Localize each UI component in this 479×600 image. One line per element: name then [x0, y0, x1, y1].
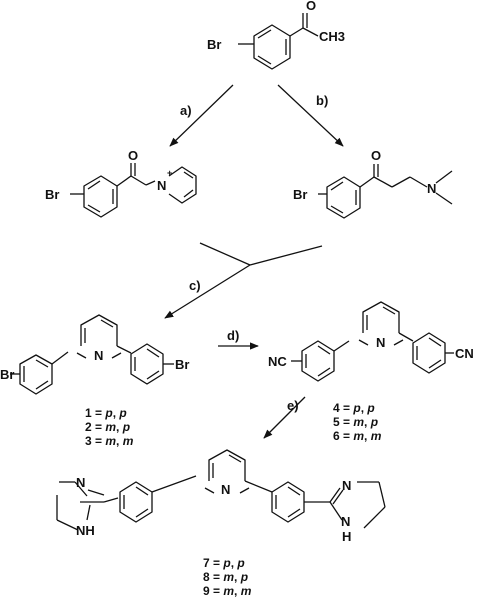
- compound-label-first: p: [104, 406, 112, 420]
- compound-label-first: m: [223, 584, 234, 598]
- imidazoline-nitrogen-label: N: [342, 478, 351, 493]
- step-a-arrow: [169, 84, 234, 147]
- compound-label-5: 5 = m, p: [333, 415, 378, 429]
- convergent-step-lines: [199, 242, 323, 266]
- imidazoline-nitrogen-label: N: [76, 475, 85, 490]
- carbonyl-oxygen-label: O: [306, 0, 316, 13]
- step-c-label: c): [189, 278, 201, 293]
- bromine-label: Br: [293, 187, 307, 202]
- compound-label-7: 7 = p, p: [203, 556, 245, 570]
- compound-label-first: p: [352, 401, 360, 415]
- positive-charge-label: +: [167, 168, 172, 178]
- nitrile-label: CN: [455, 346, 474, 361]
- compound-label-second: m: [371, 429, 382, 443]
- bromine-label: Br: [207, 37, 221, 52]
- compound-label-6: 6 = m, m: [333, 429, 382, 443]
- step-e-label: e): [287, 398, 299, 413]
- step-e-arrow: [263, 396, 306, 439]
- compound-label-first: m: [223, 570, 234, 584]
- compound-label-eq: =: [340, 415, 354, 429]
- step-d-label: d): [227, 328, 239, 343]
- step-a-label: a): [180, 103, 192, 118]
- bromine-label: Br: [175, 357, 189, 372]
- methyl-label: CH3: [319, 29, 345, 44]
- compound-label-second: p: [240, 570, 248, 584]
- imidazoline-nitrogen-label: N: [341, 514, 350, 529]
- compound-label-first: m: [105, 420, 116, 434]
- compound-label-eq: =: [210, 584, 224, 598]
- compound-label-first: m: [353, 415, 364, 429]
- compound-label-second: p: [236, 556, 244, 570]
- imidazoline-nh-label: NH: [76, 523, 95, 538]
- compound-label-1: 1 = p, p: [85, 406, 127, 420]
- compound-label-sep: ,: [364, 429, 371, 443]
- step-c-arrow: [164, 264, 251, 319]
- compound-label-first: m: [353, 429, 364, 443]
- compound-label-num: 4: [333, 401, 340, 415]
- compound-label-sep: ,: [361, 401, 368, 415]
- compound-label-num: 1: [85, 406, 92, 420]
- mannich-base-structure: [318, 164, 453, 219]
- compound-label-first: m: [105, 434, 116, 448]
- compound-labels: 1 = p, p2 = m, p3 = m, m4 = p, p5 = m, p…: [85, 401, 382, 598]
- compound-label-num: 6: [333, 429, 340, 443]
- dibromo-bisaryl-pyridine-structure: [10, 314, 174, 395]
- compound-label-first: p: [222, 556, 230, 570]
- compound-label-num: 7: [203, 556, 210, 570]
- compound-label-8: 8 = m, p: [203, 570, 248, 584]
- compound-label-eq: =: [210, 556, 224, 570]
- compound-label-sep: ,: [364, 415, 371, 429]
- bis-imidazoline-structure: [56, 449, 386, 531]
- pyridine-nitrogen-label: N: [376, 335, 385, 350]
- compound-label-eq: =: [340, 401, 354, 415]
- pyridinium-nitrogen-label: N: [157, 178, 166, 193]
- compound-label-num: 8: [203, 570, 210, 584]
- compound-label-sep: ,: [234, 570, 241, 584]
- compound-label-eq: =: [340, 429, 354, 443]
- compound-label-9: 9 = m, m: [203, 584, 252, 598]
- compound-label-4: 4 = p, p: [333, 401, 375, 415]
- compound-label-second: p: [122, 420, 130, 434]
- amine-nitrogen-label: N: [427, 181, 436, 196]
- compound-label-second: m: [241, 584, 252, 598]
- carbonyl-oxygen-label: O: [128, 148, 138, 163]
- compound-label-sep: ,: [116, 420, 123, 434]
- compound-label-sep: ,: [231, 556, 238, 570]
- nitrile-label: NC: [268, 354, 287, 369]
- compound-label-sep: ,: [113, 406, 120, 420]
- compound-label-second: p: [118, 406, 126, 420]
- imidazoline-hydrogen-label: H: [342, 529, 351, 544]
- compound-label-sep: ,: [116, 434, 123, 448]
- compound-label-num: 2: [85, 420, 92, 434]
- bromine-label: Br: [45, 187, 59, 202]
- compound-label-second: p: [366, 401, 374, 415]
- compound-label-3: 3 = m, m: [85, 434, 134, 448]
- compound-label-eq: =: [210, 570, 224, 584]
- pyridinium-salt-structure: [70, 163, 197, 218]
- step-b-label: b): [316, 93, 328, 108]
- pyridine-nitrogen-label: N: [221, 482, 230, 497]
- compound-label-eq: =: [92, 434, 106, 448]
- compound-label-second: m: [123, 434, 134, 448]
- bromoacetophenone-structure: [238, 13, 319, 70]
- compound-label-num: 5: [333, 415, 340, 429]
- bromine-label: Br: [0, 367, 14, 382]
- compound-label-eq: =: [92, 406, 106, 420]
- pyridine-nitrogen-label: N: [94, 348, 103, 363]
- step-b-arrow: [277, 84, 344, 147]
- compound-label-2: 2 = m, p: [85, 420, 130, 434]
- compound-label-num: 3: [85, 434, 92, 448]
- compound-label-sep: ,: [234, 584, 241, 598]
- compound-label-second: p: [370, 415, 378, 429]
- compound-label-num: 9: [203, 584, 210, 598]
- dinitrile-structure: [291, 301, 454, 382]
- carbonyl-oxygen-label: O: [371, 148, 381, 163]
- compound-label-eq: =: [92, 420, 106, 434]
